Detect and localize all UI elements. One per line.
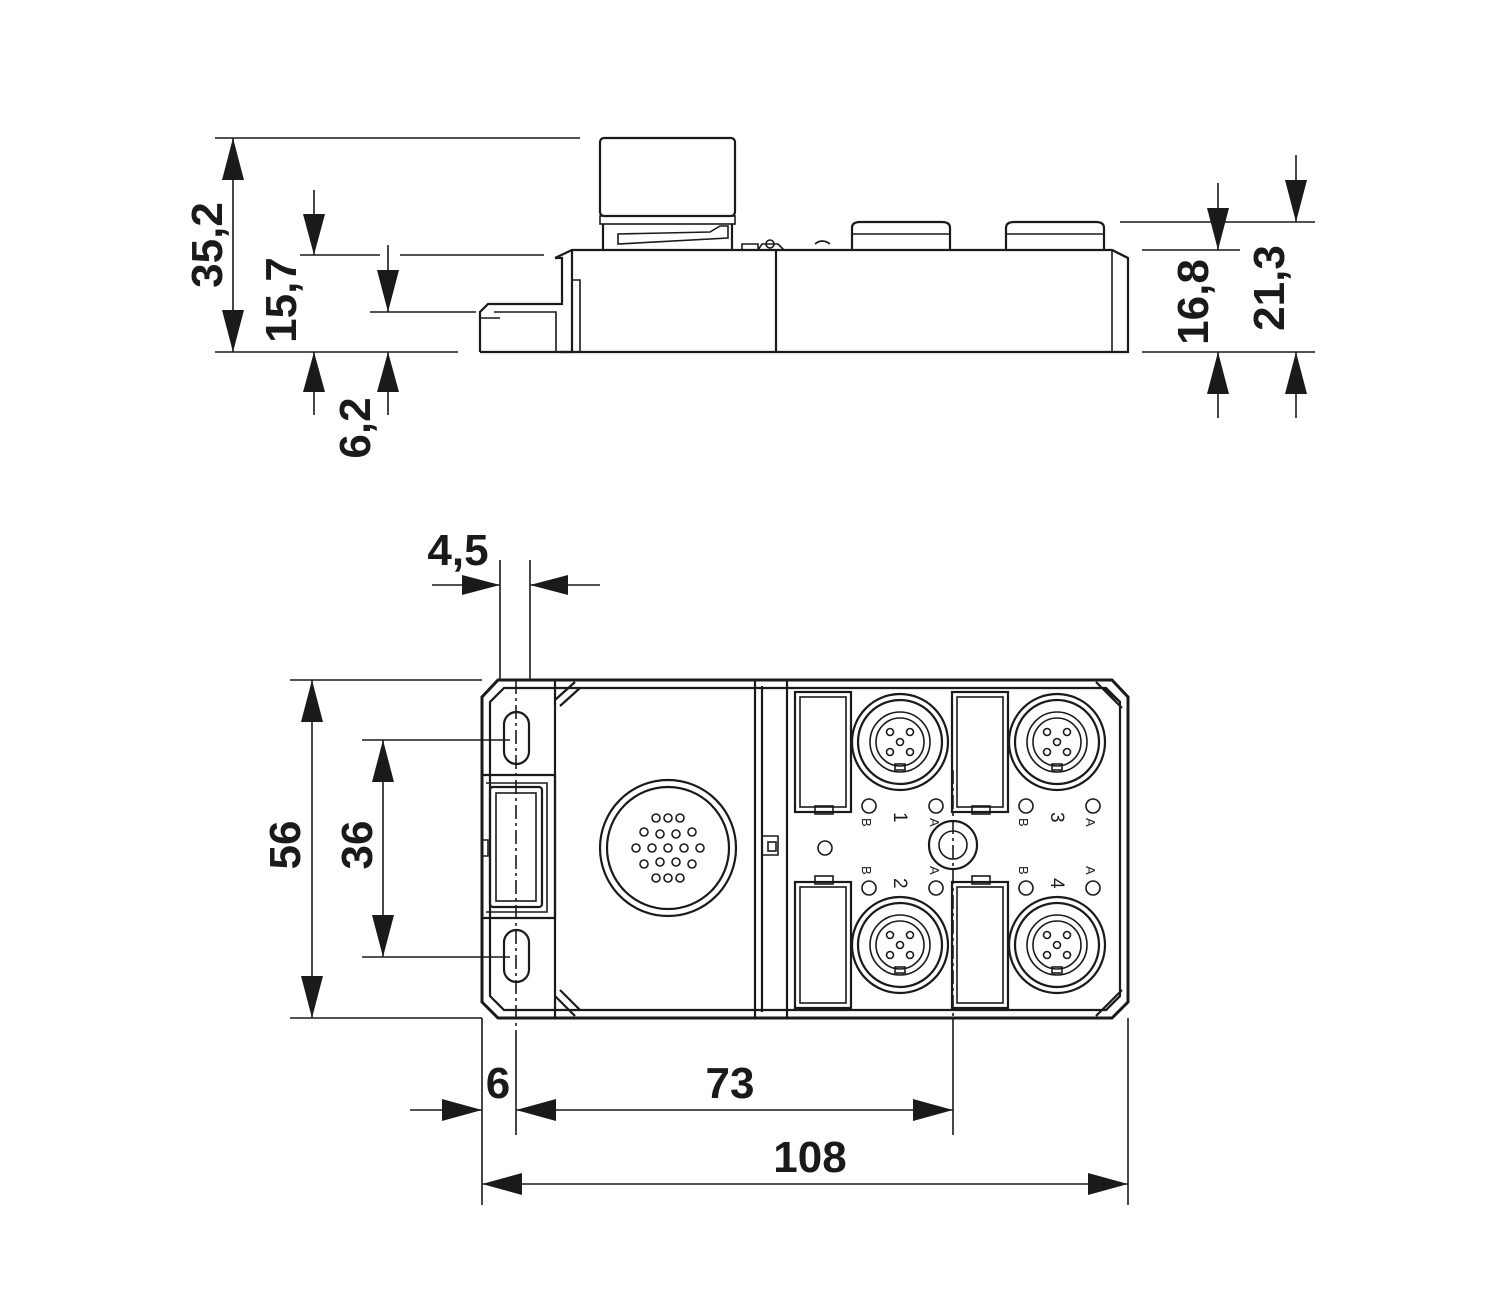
m12-socket-4 [1007,895,1107,995]
round-connector-pins [631,813,705,883]
m12-socket-3 [1007,692,1107,792]
port-label-3: 3 [1046,812,1067,823]
m12-socket-1 [850,692,950,792]
led-label-b4: B [1016,866,1031,875]
top-view: 1 3 2 4 B A B A B A B A [480,678,1130,1030]
led-label-a2: A [927,866,942,875]
dim-73: 73 [706,1059,755,1108]
led-label-a4: A [1083,866,1098,875]
dim-4-5: 4,5 [427,526,488,575]
side-dimensions: 35,2 15,7 6,2 16,8 21,3 [183,137,1315,459]
dim-35-2: 35,2 [183,202,232,288]
dim-6-2: 6,2 [331,397,380,458]
dim-6: 6 [486,1059,510,1108]
dim-16-8: 16,8 [1169,259,1218,345]
dim-36: 36 [333,821,382,870]
label-slots [793,690,1010,1010]
led-label-b3: B [1016,818,1031,827]
port-label-2: 2 [889,878,910,889]
side-view [478,136,1130,354]
port-label-1: 1 [889,812,910,823]
top-dimensions: 4,5 56 36 6 73 108 [261,526,1129,1205]
led-label-b1: B [859,818,874,827]
port-label-4: 4 [1046,878,1067,889]
led-label-a1: A [927,818,942,827]
led-label-a3: A [1083,818,1098,827]
dim-15-7: 15,7 [257,257,306,343]
m12-socket-2 [850,895,950,995]
led-label-b2: B [859,866,874,875]
dim-56: 56 [261,821,310,870]
dim-21-3: 21,3 [1245,245,1294,331]
dim-108: 108 [773,1133,846,1182]
